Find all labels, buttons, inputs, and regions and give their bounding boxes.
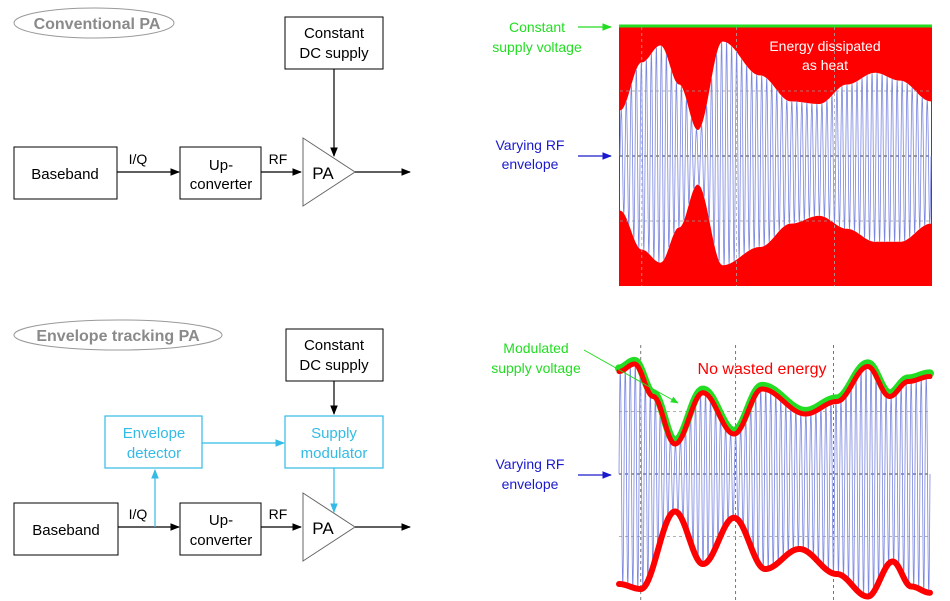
et-upconverter-label-2: converter — [190, 532, 253, 549]
constant-supply-label-1: Constant — [509, 19, 565, 35]
envelope-tracking-pa-diagram: Envelope tracking PA Constant DC supply … — [13, 319, 411, 562]
modulated-supply-plot: No wasted energy Modulated supply voltag… — [491, 340, 934, 601]
envelope-detector-label-1: Envelope — [123, 425, 186, 442]
et-baseband-label: Baseband — [32, 522, 100, 539]
iq-signal-label: I/Q — [129, 151, 148, 167]
no-waste-label: No wasted energy — [698, 361, 827, 378]
pa-label: PA — [312, 164, 334, 183]
supply-modulator-label-2: modulator — [301, 445, 368, 462]
upconverter-label-1: Up- — [209, 157, 233, 174]
rf-signal-label: RF — [269, 151, 288, 167]
et-upconverter-block — [179, 502, 262, 556]
conventional-title: Conventional PA — [34, 16, 161, 33]
et-title-ellipse — [13, 319, 223, 351]
heat-label-2: as heat — [802, 57, 848, 73]
conventional-pa-diagram: Conventional PA Constant DC supply Baseb… — [13, 7, 411, 207]
lower-envelope-curve — [616, 508, 933, 600]
modulated-supply-label-1: Modulated — [503, 340, 568, 356]
et-pa-triangle — [302, 492, 356, 562]
bottom-envelope-label-1: Varying RF — [496, 456, 565, 472]
rf-carrier-waveform-et — [618, 364, 931, 597]
et-rf-signal-label: RF — [269, 506, 288, 522]
et-title: Envelope tracking PA — [36, 328, 200, 345]
conventional-title-ellipse — [13, 7, 175, 39]
et-dc-supply-block — [285, 328, 384, 382]
constant-supply-label-2: supply voltage — [492, 39, 582, 55]
et-pa-label: PA — [312, 519, 334, 538]
et-baseband-block — [13, 502, 119, 556]
baseband-label: Baseband — [31, 166, 99, 183]
dc-supply-label-2: DC supply — [299, 45, 369, 62]
bottom-envelope-label-2: envelope — [502, 476, 559, 492]
modulated-supply-pointer-arrow — [583, 349, 679, 404]
upconverter-label-2: converter — [190, 176, 253, 193]
rf-carrier-waveform — [619, 41, 932, 265]
et-dc-supply-label-2: DC supply — [299, 357, 369, 374]
heat-label-1: Energy dissipated — [769, 38, 880, 54]
modulated-supply-label-2: supply voltage — [491, 360, 581, 376]
upconverter-block — [179, 146, 262, 200]
dc-supply-label-1: Constant — [304, 25, 365, 42]
et-dc-supply-label-1: Constant — [304, 337, 365, 354]
top-envelope-label-2: envelope — [502, 156, 559, 172]
upper-envelope-curve — [616, 361, 933, 447]
baseband-block — [13, 146, 118, 200]
envelope-detector-label-2: detector — [127, 445, 181, 462]
pa-triangle — [302, 137, 356, 207]
envelope-detector-block — [104, 415, 203, 469]
constant-supply-plot: Energy dissipated as heat Constant suppl… — [492, 19, 932, 286]
supply-modulator-label-1: Supply — [311, 425, 357, 442]
et-upconverter-label-1: Up- — [209, 512, 233, 529]
et-iq-signal-label: I/Q — [129, 506, 148, 522]
top-envelope-label-1: Varying RF — [496, 137, 565, 153]
